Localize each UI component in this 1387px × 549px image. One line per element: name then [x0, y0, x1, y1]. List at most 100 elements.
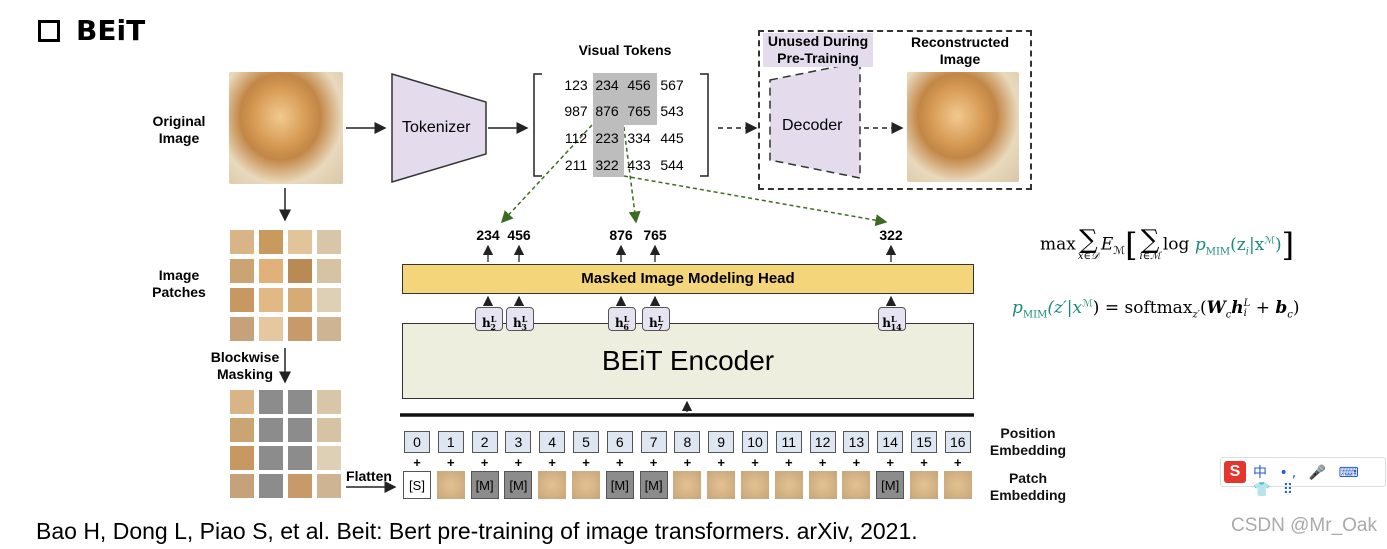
position-embedding-box: 8	[674, 431, 701, 453]
image-patch	[288, 259, 312, 283]
position-embedding-box: 12	[809, 431, 836, 453]
masked-patch	[288, 418, 312, 442]
mim-head: Masked Image Modeling Head	[402, 264, 974, 294]
patch-token: [M]	[876, 471, 905, 499]
image-patch	[288, 474, 312, 498]
image-patch	[230, 446, 254, 470]
plus-sign: +	[447, 455, 455, 470]
masked-patch	[259, 474, 283, 498]
image-patch	[230, 418, 254, 442]
patch-thumbnail	[943, 471, 972, 499]
position-embedding-box: 15	[911, 431, 937, 453]
hidden-state-box: hL6	[608, 307, 636, 332]
masked-patch	[259, 446, 283, 470]
original-image	[229, 72, 343, 184]
position-embedding-box: 7	[640, 431, 667, 453]
visual-token: 433	[627, 157, 651, 173]
patch-token: [M]	[504, 471, 533, 499]
image-patch	[317, 259, 341, 283]
visual-token: 987	[564, 103, 588, 119]
visual-token: 334	[627, 130, 651, 146]
image-patch	[230, 259, 254, 283]
original-image-label: Original Image	[152, 113, 206, 146]
hidden-state-box: hL14	[878, 307, 906, 332]
visual-token: 445	[660, 130, 684, 146]
tokenizer-label: Tokenizer	[402, 119, 471, 136]
ime-toolbar[interactable]: S 中 •, 🎤 ⌨ 👕 ⠿	[1220, 457, 1386, 498]
position-embedding-box: 6	[606, 431, 633, 453]
plus-sign: +	[413, 455, 421, 470]
image-patch	[259, 317, 283, 341]
image-patch	[230, 317, 254, 341]
image-patch	[259, 288, 283, 312]
output-token: 456	[507, 227, 531, 243]
patch-thumbnail	[842, 471, 871, 499]
position-embedding-box: 3	[505, 431, 532, 453]
image-patch	[230, 474, 254, 498]
image-patch	[317, 474, 341, 498]
plus-sign: +	[717, 455, 725, 470]
patch-thumbnail	[741, 471, 769, 499]
visual-token: 223	[595, 130, 619, 146]
patch-thumbnail	[673, 471, 702, 499]
visual-token: 123	[564, 77, 588, 93]
visual-token: 765	[627, 103, 651, 119]
plus-sign: +	[785, 455, 793, 470]
plus-sign: +	[818, 455, 827, 470]
position-embedding-box: 10	[742, 431, 768, 453]
decoder-label: Decoder	[782, 117, 843, 134]
image-patches-label: Image Patches	[152, 267, 206, 300]
visual-token: 234	[595, 77, 619, 93]
position-embedding-box: 13	[843, 431, 870, 453]
reconstructed-label: Reconstructed Image	[910, 34, 1010, 67]
patch-thumbnail	[538, 471, 567, 499]
patch-thumbnail	[436, 471, 465, 499]
image-patch	[317, 390, 341, 414]
position-embedding-box: 11	[775, 431, 802, 453]
ime-controls[interactable]: 中 •, 🎤 ⌨ 👕 ⠿	[1253, 465, 1363, 498]
patch-embedding-label: Patch Embedding	[989, 470, 1067, 503]
patch-thumbnail	[572, 471, 600, 499]
position-embedding-box: 2	[471, 431, 498, 453]
plus-sign: +	[886, 455, 894, 470]
visual-token: 456	[627, 77, 651, 93]
position-embedding-box: 5	[573, 431, 599, 453]
visual-token: 876	[595, 103, 619, 119]
plus-sign: +	[548, 455, 556, 470]
image-patch	[288, 317, 312, 341]
title-square-icon	[38, 20, 60, 42]
blockwise-masking-label: Blockwise Masking	[210, 349, 280, 382]
output-token: 876	[609, 227, 633, 243]
flatten-label: Flatten	[346, 468, 392, 484]
citation: Bao H, Dong L, Piao S, et al. Beit: Bert…	[36, 518, 918, 544]
position-embedding-box: 9	[708, 431, 735, 453]
patch-thumbnail	[808, 471, 837, 499]
visual-token: 112	[564, 130, 588, 146]
position-embedding-box: 14	[877, 431, 904, 453]
plus-sign: +	[649, 455, 658, 470]
output-token: 234	[476, 227, 500, 243]
patch-token: [M]	[470, 471, 499, 499]
page-title: BEiT	[76, 14, 146, 47]
image-patch	[259, 230, 283, 254]
visual-token: 211	[564, 157, 588, 173]
watermark: CSDN @Mr_Oak	[1231, 515, 1377, 536]
hidden-state-box: hL3	[506, 307, 534, 332]
output-token: 322	[879, 227, 903, 243]
masked-token-highlight	[624, 73, 657, 125]
image-patch	[230, 230, 254, 254]
visual-token: 544	[660, 157, 684, 173]
masked-token-highlight	[593, 73, 624, 177]
plus-sign: +	[514, 455, 523, 470]
patch-thumbnail	[910, 471, 938, 499]
image-patch	[288, 230, 312, 254]
image-patch	[317, 446, 341, 470]
sogou-logo-icon[interactable]: S	[1224, 461, 1246, 483]
patch-thumbnail	[707, 471, 736, 499]
patch-token: [M]	[605, 471, 634, 499]
output-token: 765	[643, 227, 667, 243]
visual-token: 322	[595, 157, 619, 173]
masked-patch	[288, 390, 312, 414]
